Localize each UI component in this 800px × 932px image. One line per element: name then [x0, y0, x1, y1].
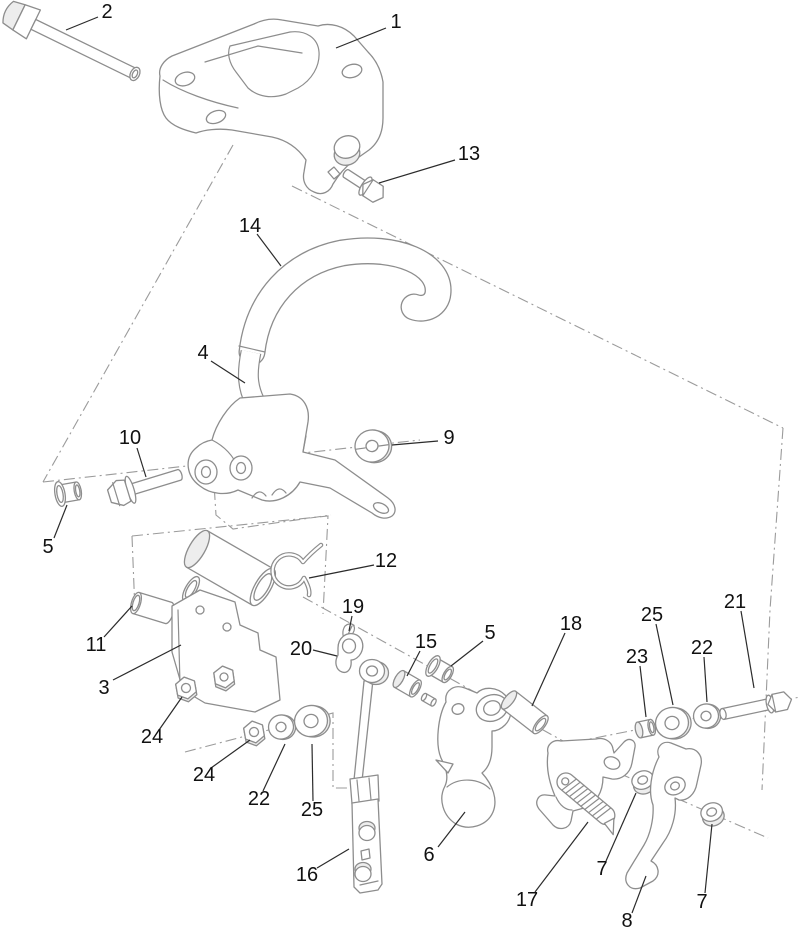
part-25-washer-right [654, 706, 692, 740]
callout-number-2-0: 2 [101, 1, 112, 23]
callout-leader-22-13 [262, 743, 286, 792]
part-24-flange-nut-upper [175, 676, 198, 703]
part-5-flange-bushing-left [53, 481, 83, 507]
callout-leader-25-21 [655, 623, 674, 706]
callout-leader-11-9 [103, 605, 133, 638]
part-15-bushing [392, 669, 422, 698]
callout-leader-7-29 [704, 823, 713, 894]
part-1-mount-bracket [158, 18, 384, 195]
part-10-hex-bolt [106, 468, 183, 507]
part-7-grommet-left [631, 770, 656, 795]
callout-leader-15-17 [406, 650, 421, 677]
callout-number-24-12: 24 [193, 764, 215, 786]
callout-number-15-17: 15 [415, 631, 437, 653]
callout-number-12-8: 12 [375, 550, 397, 572]
part-6-cam-lever [435, 686, 512, 828]
callout-number-5-18: 5 [484, 622, 495, 644]
spring-anchor-bracket [536, 737, 636, 830]
callout-number-7-29: 7 [696, 891, 707, 913]
part-14-handle-grip [238, 237, 452, 366]
callout-number-5-7: 5 [42, 536, 53, 558]
part-11-sleeve [129, 591, 175, 625]
callout-number-22-13: 22 [248, 788, 270, 810]
callout-leader-5-18 [450, 640, 484, 667]
callout-number-22-22: 22 [691, 637, 713, 659]
part-25-washer-lower [293, 704, 331, 738]
callout-leader-23-20 [639, 665, 647, 718]
callout-leader-22-22 [703, 656, 708, 703]
callout-number-25-21: 25 [641, 604, 663, 626]
part-18-spacer [500, 690, 549, 735]
callout-leader-18-19 [531, 632, 566, 707]
part-3-bracket [171, 589, 281, 713]
pivot-pin [420, 692, 437, 707]
part-17-spring [556, 772, 616, 836]
callout-number-1-1: 1 [390, 11, 401, 33]
callout-number-20-16: 20 [290, 638, 312, 660]
part-4-lever [187, 349, 396, 519]
callout-leader-25-14 [311, 743, 314, 802]
callout-number-19-15: 19 [342, 596, 364, 618]
callout-number-18-19: 18 [560, 613, 582, 635]
callout-leader-24-11 [158, 696, 183, 731]
callout-leader-4-4 [210, 360, 246, 384]
link-rod-end-boss [353, 658, 390, 782]
part-2-pivot-rod [2, 0, 141, 82]
callout-leader-7-27 [605, 792, 637, 862]
part-22-washer-lower [267, 714, 297, 741]
callout-number-8-28: 8 [621, 910, 632, 932]
callout-number-10-5: 10 [119, 427, 141, 449]
part-12-spring-clip [270, 542, 324, 598]
callout-number-14-3: 14 [239, 215, 261, 237]
part-13-flange-bolt [342, 168, 384, 203]
part-8-latch-lever [625, 741, 702, 890]
callout-number-6-25: 6 [423, 844, 434, 866]
part-16-link [349, 774, 383, 894]
callout-leader-14-3 [256, 233, 282, 267]
part-3-pivot-tube [183, 529, 277, 607]
callout-number-7-27: 7 [596, 858, 607, 880]
callout-leader-10-5 [136, 447, 147, 478]
callout-leader-17-26 [534, 821, 589, 893]
callout-number-16-24: 16 [296, 864, 318, 886]
callout-leader-5-7 [53, 504, 68, 539]
callout-leader-1-1 [335, 27, 387, 49]
callout-number-11-9: 11 [86, 634, 107, 656]
callout-leader-3-10 [112, 644, 182, 681]
part-23-bushing [634, 718, 657, 739]
callout-number-3-10: 3 [98, 677, 109, 699]
callout-leader-6-25 [437, 811, 466, 848]
callout-number-25-14: 25 [301, 799, 323, 821]
callout-leader-2-0 [65, 16, 99, 31]
part-24-flange-nut-lower [243, 720, 266, 747]
callout-number-21-23: 21 [724, 591, 746, 613]
callout-number-17-26: 17 [516, 889, 538, 911]
callout-leader-20-16 [312, 649, 338, 657]
callout-leader-13-2 [378, 159, 456, 184]
callout-number-24-11: 24 [141, 726, 163, 748]
callout-leader-16-24 [316, 848, 350, 869]
callout-number-13-2: 13 [458, 143, 480, 165]
callout-number-23-20: 23 [626, 646, 648, 668]
callout-leader-21-23 [740, 610, 755, 689]
callout-leader-24-12 [210, 739, 251, 769]
part-22-washer-right [692, 703, 722, 730]
part-7-grommet-right [700, 802, 725, 827]
part-21-hex-bolt [719, 691, 793, 721]
callout-number-4-4: 4 [197, 342, 208, 364]
callout-leader-19-15 [348, 615, 353, 632]
part-5-flange-bushing-right [425, 655, 455, 684]
callout-leader-8-28 [631, 875, 647, 914]
part-20-tab-washer [335, 632, 364, 674]
callout-leader-12-8 [308, 564, 375, 579]
callout-number-9-6: 9 [443, 427, 454, 449]
part-9-push-nut [354, 429, 393, 464]
callout-leader-9-6 [391, 440, 439, 446]
